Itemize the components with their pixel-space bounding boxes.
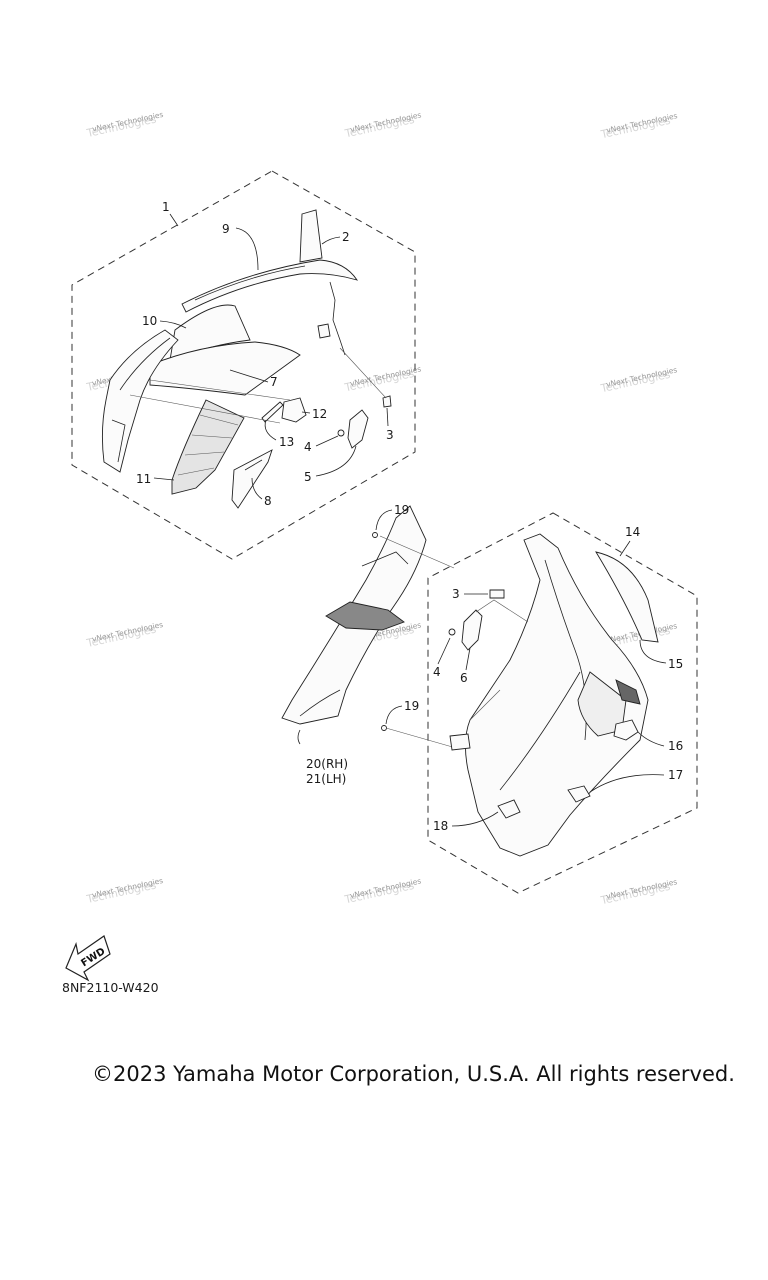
diagram-part-code: 8NF2110-W420 [62,980,159,995]
callout-19a: 19 [394,503,409,517]
part-19a-pin [372,532,378,538]
part-side-clip [449,733,471,751]
part-20-21-group [281,505,471,751]
part-18-shape [497,799,521,819]
watermark-6: Technologies vNext Technologies [599,365,678,395]
part-2-shape [299,209,323,263]
part-4b-screw [448,628,456,636]
part-15-shape [595,551,659,643]
assembly-14-group [427,512,698,894]
part-4-screw [337,429,345,437]
callout-17: 17 [668,768,683,782]
callout-5: 5 [304,470,312,484]
part-bracket-right [329,281,346,356]
part-3-clip-lower [382,395,392,408]
callout-15: 15 [668,657,683,671]
callout-8: 8 [264,494,272,508]
callout-6: 6 [460,671,468,685]
callout-3a: 3 [386,428,394,442]
callout-13: 13 [279,435,294,449]
assembly-1-boundary [71,170,416,560]
watermark-1: Technologies vNext Technologies [85,110,164,140]
callout-2: 2 [342,230,350,244]
callout-11: 11 [136,472,151,486]
part-12-shape [281,397,307,423]
part-17-shape [567,785,591,803]
callout-4b: 4 [433,665,441,679]
callout-10: 10 [142,314,157,328]
part-3b-clip [489,589,505,599]
fwd-arrow-icon: FWD [65,935,111,982]
part-13-shape [261,401,284,423]
callout-3b: 3 [452,587,460,601]
copyright-notice: ©2023 Yamaha Motor Corporation, U.S.A. A… [92,1062,735,1086]
part-11-shape [171,399,245,495]
assembly-1-callouts: 1 2 9 10 7 12 13 4 3 5 11 8 [136,200,394,508]
part-19b-pin [381,725,387,731]
watermark-2: Technologies vNext Technologies [343,110,422,140]
callout-20: 20(RH) [306,757,348,771]
assembly-1-group [71,170,416,560]
part-headlight-area [577,671,627,737]
callout-18: 18 [433,819,448,833]
callout-12: 12 [312,407,327,421]
part-5-shape [347,409,369,449]
callout-14: 14 [625,525,640,539]
part-16-shape [613,719,639,741]
callout-19b: 19 [404,699,419,713]
callout-4a: 4 [304,440,312,454]
watermark-7: Technologies vNext Technologies [85,620,164,650]
callout-7: 7 [270,375,278,389]
watermark-5: Technologies vNext Technologies [343,364,422,394]
callout-9: 9 [222,222,230,236]
part-1-body [101,329,179,473]
part-7-shape [149,341,301,396]
assembly-14-boundary [427,512,698,894]
watermark-3: Technologies vNext Technologies [599,111,678,141]
part-vent-grille [615,679,641,705]
callout-1: 1 [162,200,170,214]
assembly-14-callouts: 19 14 3 15 4 6 19 16 20(RH) 21(LH) 17 18 [297,503,683,833]
part-3-clip-upper [317,323,331,339]
callout-21: 21(LH) [306,772,346,786]
part-6-shape [461,609,483,651]
watermark-10: Technologies vNext Technologies [85,876,164,906]
watermark-12: Technologies vNext Technologies [599,877,678,907]
callout-16: 16 [668,739,683,753]
watermark-11: Technologies vNext Technologies [343,876,422,906]
part-20-21-vent [325,601,405,631]
part-9-shape [181,259,359,313]
